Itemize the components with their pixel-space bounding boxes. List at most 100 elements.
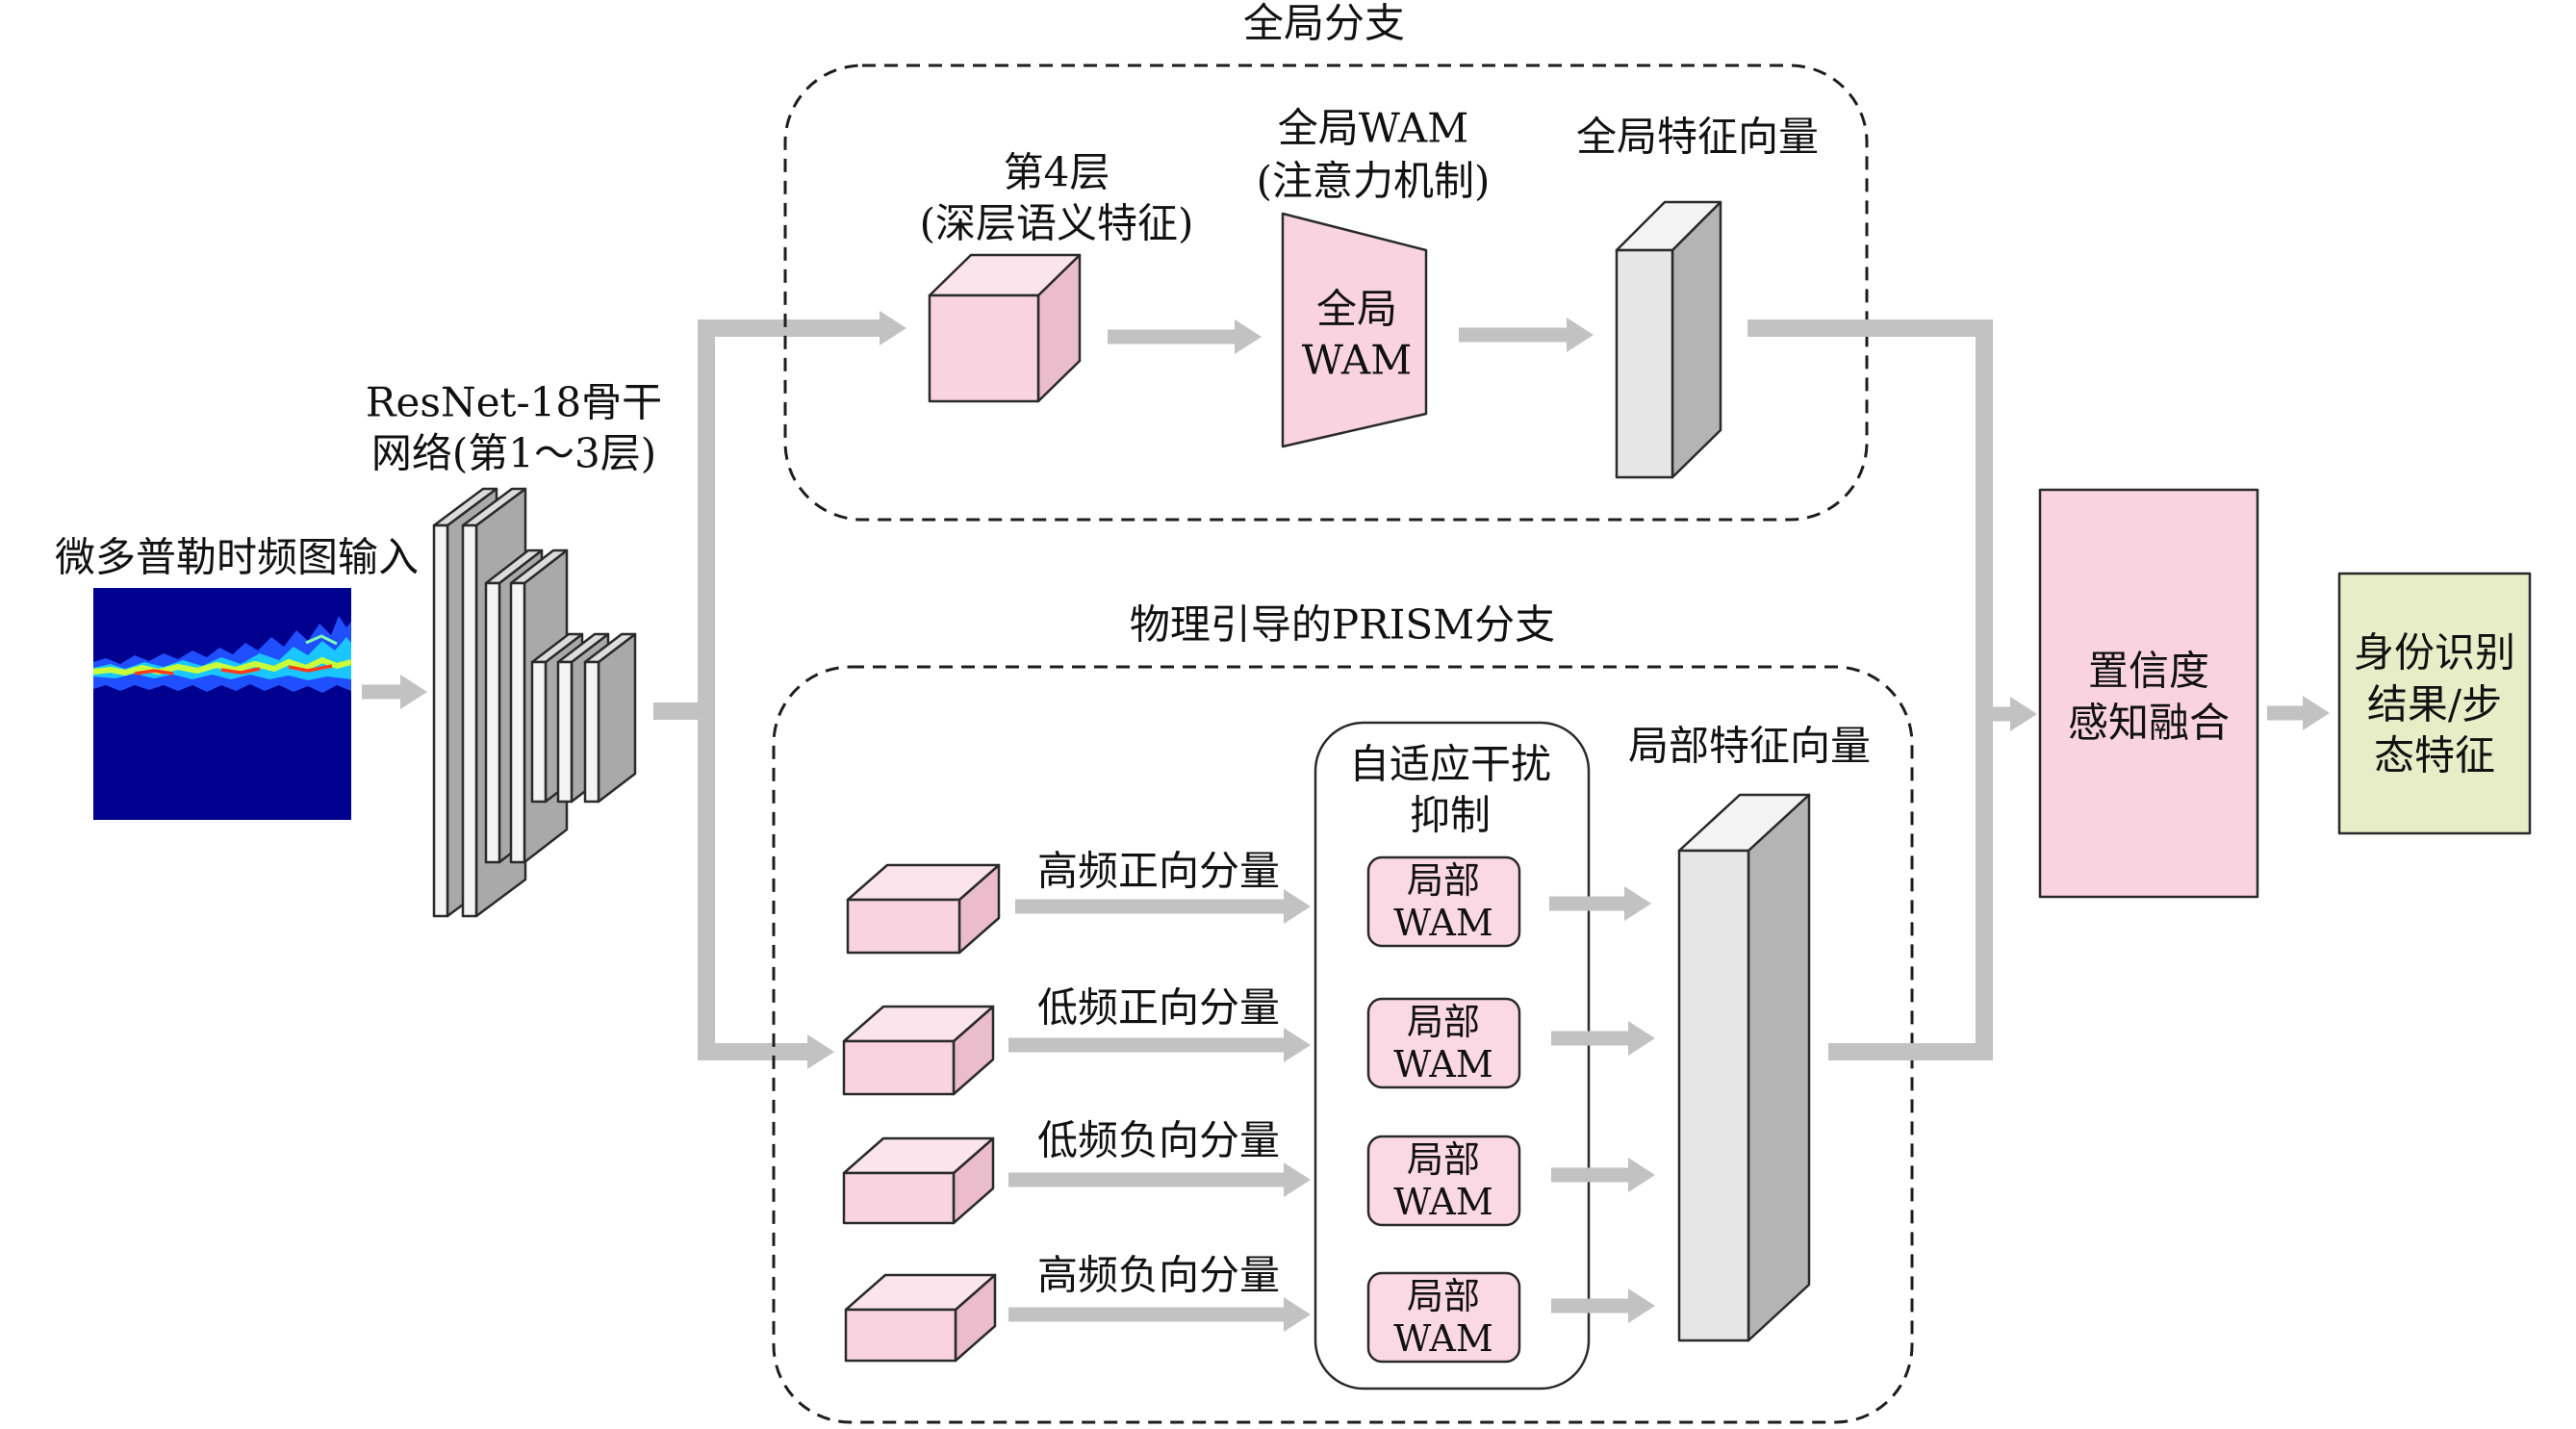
local-wam-line1: 局部 xyxy=(1407,1001,1480,1043)
global-wam-label-line1: 全局WAM xyxy=(1278,105,1468,152)
connector-merge-line xyxy=(1747,319,1993,1060)
local-wam-box-frame xyxy=(1366,855,1521,948)
backbone-split-connector xyxy=(653,311,906,1069)
input-label: 微多普勒时频图输入 xyxy=(55,534,419,581)
connector-split-line xyxy=(698,319,880,1060)
local-wam-line1: 局部 xyxy=(1407,859,1480,902)
local-wam-box-frame xyxy=(1366,1271,1521,1364)
global-feature-vector xyxy=(1615,200,1722,479)
arrow-head xyxy=(1567,318,1594,352)
fusion-label-line2: 感知融合 xyxy=(2068,700,2230,747)
backbone-slab xyxy=(583,632,637,804)
local-wam-box-frame xyxy=(1366,1135,1521,1227)
component-label: 低频正向分量 xyxy=(1037,984,1280,1032)
global-wam-label-line2: (注意力机制) xyxy=(1257,158,1491,205)
local-wam-line2: WAM xyxy=(1393,1317,1493,1360)
arrow-global-wam-to-vector xyxy=(1459,318,1594,352)
fusion-box xyxy=(2038,488,2259,899)
arrow-head xyxy=(1284,1162,1311,1197)
arrow-input-to-backbone xyxy=(362,675,427,709)
slab-front-face xyxy=(530,660,548,804)
slab-front-face xyxy=(583,660,600,804)
suppression-label-line2: 抑制 xyxy=(1410,792,1491,839)
arrow-head xyxy=(1284,1028,1311,1062)
prism-branch-title: 物理引导的PRISM分支 xyxy=(1130,601,1555,649)
vector-side-face xyxy=(1747,793,1811,1342)
layer4-label-line1: 第4层 xyxy=(1004,149,1110,196)
local-wam-box-frame xyxy=(1366,997,1521,1089)
arrow-local-wam-to-vector xyxy=(1551,1021,1655,1056)
spectrogram-background xyxy=(93,588,351,820)
arrow-local-wam-to-vector xyxy=(1551,1289,1655,1323)
component-box-low-freq-positive xyxy=(842,1005,995,1096)
arrow-component-to-local-wam xyxy=(1008,1028,1311,1062)
arrow-component-to-local-wam xyxy=(1015,889,1311,924)
output-box xyxy=(2337,572,2532,835)
arrow-fusion-to-output xyxy=(2267,696,2330,730)
arrow-head-to-prism xyxy=(807,1034,834,1069)
box-front-face xyxy=(844,1308,957,1363)
arrow-head xyxy=(1628,1021,1655,1056)
output-label-line3: 态特征 xyxy=(2374,732,2495,779)
global-wam-block: 全局 WAM xyxy=(1281,212,1428,448)
arrow-component-to-local-wam xyxy=(1008,1297,1311,1332)
merge-connector xyxy=(1747,319,2037,1060)
arrow-local-wam-to-vector xyxy=(1549,886,1651,921)
box-front-face xyxy=(842,1171,956,1225)
output-block: 身份识别 结果/步 态特征 xyxy=(2337,572,2532,835)
component-label: 高频正向分量 xyxy=(1037,848,1280,895)
spectrogram-green-speck xyxy=(305,634,338,646)
spectrogram-red-trace xyxy=(134,664,333,676)
layer4-cube xyxy=(928,253,1082,403)
cube-front-face xyxy=(928,293,1040,403)
local-wam-line2: WAM xyxy=(1393,1043,1493,1085)
component-label: 低频负向分量 xyxy=(1037,1117,1280,1164)
fusion-label-line1: 置信度 xyxy=(2088,648,2209,695)
arrow-head xyxy=(2303,696,2330,730)
local-wam-box: 局部 WAM xyxy=(1366,997,1521,1089)
component-box-high-freq-positive xyxy=(846,863,1001,955)
arrow-component-to-local-wam xyxy=(1008,1162,1311,1197)
vector-front-face xyxy=(1677,849,1750,1342)
slab-front-face xyxy=(432,523,449,918)
suppression-label-line1: 自适应干扰 xyxy=(1349,741,1551,788)
component-box-low-freq-negative xyxy=(842,1136,995,1225)
global-feature-vector-label: 全局特征向量 xyxy=(1576,114,1819,161)
output-label-line1: 身份识别 xyxy=(2354,629,2515,676)
layer4-label-line2: (深层语义特征) xyxy=(920,200,1194,247)
arrow-head xyxy=(400,675,427,709)
arrow-head xyxy=(1628,1289,1655,1323)
vector-front-face xyxy=(1615,248,1674,479)
spectrogram-yellow-trace xyxy=(92,656,352,676)
local-wam-line2: WAM xyxy=(1393,1181,1493,1223)
local-wam-line1: 局部 xyxy=(1407,1275,1480,1317)
arrow-local-wam-to-vector xyxy=(1551,1158,1655,1192)
arrow-head-to-global xyxy=(880,311,906,345)
arrow-layer4-to-global-wam xyxy=(1108,319,1262,354)
local-feature-vector xyxy=(1677,793,1811,1342)
global-wam-box-line2: WAM xyxy=(1302,337,1412,384)
output-label-line2: 结果/步 xyxy=(2367,681,2502,728)
global-branch-frame xyxy=(783,64,1869,522)
arrow-head xyxy=(1235,319,1262,354)
arrow-head xyxy=(1284,1297,1311,1332)
spectrogram-image xyxy=(92,588,352,820)
local-wam-line2: WAM xyxy=(1393,902,1493,944)
fusion-block: 置信度 感知融合 xyxy=(2038,488,2259,899)
local-feature-vector-label: 局部特征向量 xyxy=(1628,723,1871,770)
global-wam-box-line1: 全局 xyxy=(1316,286,1397,333)
component-box-high-freq-negative xyxy=(844,1273,997,1363)
local-wam-line1: 局部 xyxy=(1407,1138,1480,1181)
global-branch-title: 全局分支 xyxy=(1243,0,1405,47)
box-front-face xyxy=(846,898,961,955)
slab-front-face xyxy=(484,581,501,864)
global-wam-trapezoid xyxy=(1281,212,1428,448)
local-wam-box: 局部 WAM xyxy=(1366,1135,1521,1227)
local-wam-box: 局部 WAM xyxy=(1366,1271,1521,1364)
arrow-head xyxy=(1628,1158,1655,1192)
suppression-frame xyxy=(1314,721,1591,1391)
arrow-head-to-fusion xyxy=(2010,697,2037,731)
backbone-label-line1: ResNet-18骨干 xyxy=(366,379,662,426)
slab-front-face xyxy=(461,523,478,918)
